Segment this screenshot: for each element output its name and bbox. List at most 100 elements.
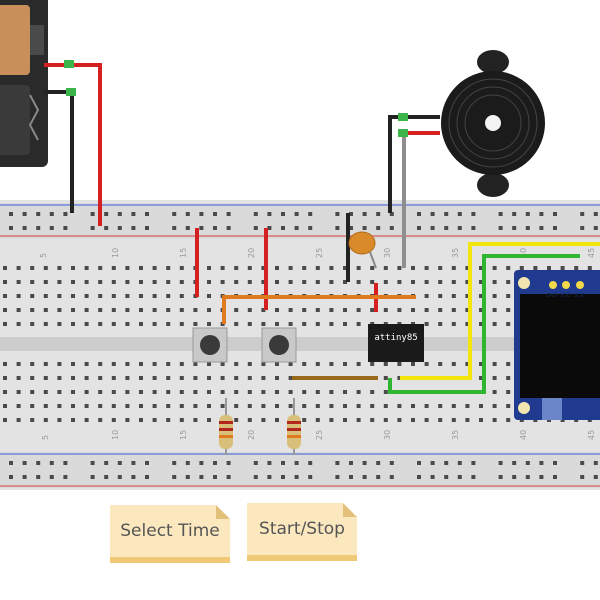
select-time-note: Select Time bbox=[110, 505, 230, 563]
breadboard-hole bbox=[438, 418, 443, 422]
breadboard-hole bbox=[57, 404, 62, 408]
breadboard-hole bbox=[84, 362, 89, 366]
breadboard-hole bbox=[451, 308, 456, 312]
breadboard-hole bbox=[498, 226, 503, 230]
breadboard-hole bbox=[335, 212, 340, 216]
breadboard-hole bbox=[430, 226, 435, 230]
breadboard-hole bbox=[580, 475, 585, 479]
breadboard-hole bbox=[30, 362, 35, 366]
breadboard-hole bbox=[465, 280, 470, 284]
breadboard-hole bbox=[343, 390, 347, 394]
breadboard-hole bbox=[16, 362, 21, 366]
breadboard-hole bbox=[16, 376, 21, 380]
breadboard-hole bbox=[506, 362, 511, 366]
breadboard-hole bbox=[397, 418, 402, 422]
breadboard-hole bbox=[302, 322, 307, 326]
center-channel bbox=[0, 337, 600, 351]
breadboard-hole bbox=[465, 404, 470, 408]
breadboard-hole bbox=[30, 280, 35, 284]
breadboard-hole bbox=[166, 280, 171, 284]
breadboard-hole bbox=[152, 280, 157, 284]
breadboard-hole bbox=[506, 390, 511, 394]
breadboard-hole bbox=[22, 461, 27, 465]
breadboard-hole bbox=[506, 376, 511, 380]
breadboard-hole bbox=[444, 212, 449, 216]
breadboard-hole bbox=[179, 266, 184, 270]
column-number: 20 bbox=[247, 430, 256, 440]
breadboard-hole bbox=[117, 461, 122, 465]
breadboard-hole bbox=[213, 226, 217, 230]
breadboard-hole bbox=[71, 308, 75, 312]
breadboard-hole bbox=[267, 226, 272, 230]
breadboard-hole bbox=[36, 212, 41, 216]
breadboard-hole bbox=[125, 362, 130, 366]
breadboard-hole bbox=[329, 362, 334, 366]
breadboard-hole bbox=[57, 322, 62, 326]
battery-negative-wire bbox=[44, 90, 74, 213]
breadboard-hole bbox=[179, 308, 184, 312]
breadboard-hole bbox=[16, 266, 21, 270]
breadboard-hole bbox=[43, 390, 48, 394]
breadboard-hole bbox=[451, 362, 456, 366]
breadboard-hole bbox=[383, 280, 388, 284]
breadboard-hole bbox=[261, 280, 266, 284]
breadboard-hole bbox=[104, 226, 109, 230]
breadboard-hole bbox=[471, 461, 476, 465]
jumper-wire-yellow bbox=[400, 242, 600, 380]
breadboard-hole bbox=[179, 404, 184, 408]
breadboard-hole bbox=[30, 266, 35, 270]
breadboard-hole bbox=[131, 212, 136, 216]
breadboard-hole bbox=[560, 266, 565, 270]
breadboard-hole bbox=[207, 404, 211, 408]
breadboard-hole bbox=[451, 266, 456, 270]
breadboard-hole bbox=[479, 362, 483, 366]
display-pin-label: VDD bbox=[560, 293, 571, 299]
breadboard-hole bbox=[281, 212, 285, 216]
breadboard-hole bbox=[512, 475, 517, 479]
breadboard-hole bbox=[220, 280, 225, 284]
breadboard-hole bbox=[166, 390, 171, 394]
breadboard-hole bbox=[376, 475, 381, 479]
breadboard-hole bbox=[71, 322, 75, 326]
breadboard-hole bbox=[125, 266, 130, 270]
breadboard-hole bbox=[193, 362, 198, 366]
breadboard-hole bbox=[383, 404, 388, 408]
breadboard-hole bbox=[343, 322, 347, 326]
piezo-buzzer bbox=[441, 50, 545, 197]
breadboard-hole bbox=[315, 322, 320, 326]
push-button-select bbox=[192, 327, 228, 363]
breadboard-hole bbox=[370, 418, 375, 422]
breadboard-hole bbox=[465, 294, 470, 298]
breadboard-hole bbox=[533, 266, 538, 270]
breadboard-hole bbox=[111, 308, 116, 312]
breadboard-hole bbox=[145, 475, 149, 479]
breadboard-hole bbox=[451, 404, 456, 408]
breadboard-hole bbox=[315, 308, 320, 312]
breadboard-hole bbox=[267, 212, 272, 216]
breadboard-hole bbox=[213, 461, 217, 465]
breadboard-hole bbox=[444, 475, 449, 479]
breadboard-hole bbox=[185, 212, 190, 216]
breadboard-hole bbox=[288, 266, 293, 270]
breadboard-hole bbox=[451, 418, 456, 422]
breadboard-hole bbox=[234, 418, 239, 422]
breadboard-hole bbox=[479, 376, 483, 380]
breadboard-hole bbox=[288, 362, 293, 366]
breadboard-hole bbox=[49, 226, 54, 230]
breadboard-hole bbox=[30, 376, 35, 380]
breadboard-hole bbox=[145, 226, 149, 230]
breadboard-hole bbox=[417, 475, 421, 479]
breadboard-hole bbox=[275, 404, 279, 408]
breadboard-hole bbox=[30, 404, 35, 408]
breadboard-hole bbox=[329, 308, 334, 312]
breadboard-hole bbox=[152, 362, 157, 366]
breadboard-hole bbox=[213, 475, 217, 479]
column-number: 10 bbox=[111, 430, 120, 440]
column-number: 40 bbox=[519, 248, 528, 258]
breadboard-hole bbox=[247, 362, 252, 366]
breadboard-hole bbox=[492, 362, 497, 366]
breadboard-hole bbox=[275, 266, 279, 270]
breadboard-hole bbox=[335, 475, 340, 479]
breadboard-hole bbox=[139, 294, 143, 298]
breadboard-hole bbox=[63, 461, 68, 465]
